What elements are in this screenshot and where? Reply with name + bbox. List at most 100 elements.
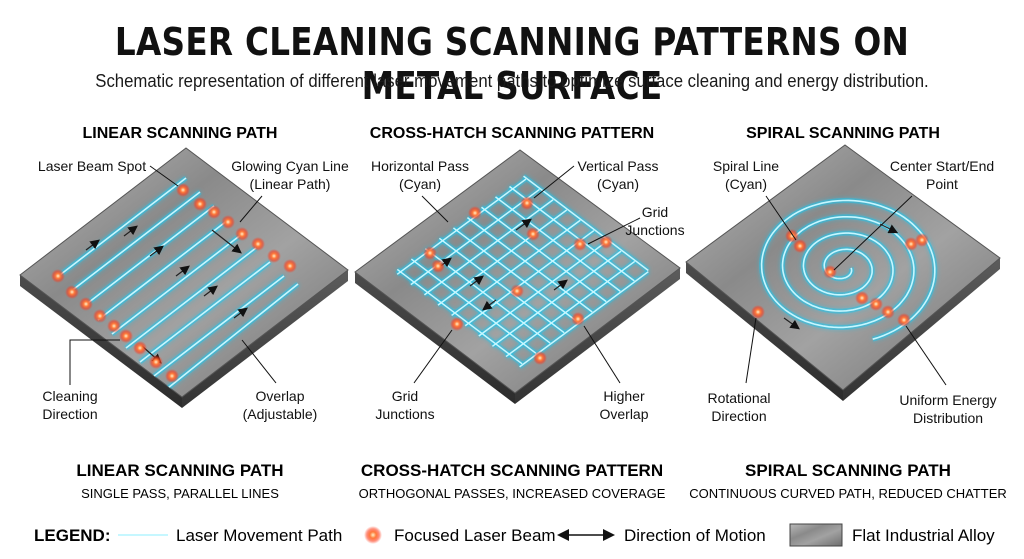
svg-text:Junctions: Junctions xyxy=(625,222,684,238)
crosshatch-scan-grid xyxy=(395,174,650,369)
crosshatch-laser-spots xyxy=(423,196,613,365)
laser-spot xyxy=(793,239,807,253)
laser-spot xyxy=(133,341,147,355)
legend: LEGEND: Laser Movement Path Focused Lase… xyxy=(34,523,995,547)
hatch-line xyxy=(396,268,523,365)
svg-text:Vertical Pass: Vertical Pass xyxy=(578,158,659,174)
hatch-line xyxy=(478,240,608,337)
svg-text:Laser Beam Spot: Laser Beam Spot xyxy=(38,158,146,174)
panel-title-crosshatch: CROSS-HATCH SCANNING PATTERN xyxy=(370,125,654,142)
laser-spot xyxy=(533,351,547,365)
hatch-line xyxy=(466,216,593,313)
hatch-line xyxy=(451,219,581,317)
svg-text:Uniform Energy: Uniform Energy xyxy=(899,392,996,408)
laser-spot xyxy=(119,329,133,343)
svg-text:Grid: Grid xyxy=(642,204,668,220)
laser-spot xyxy=(855,291,869,305)
laser-spot xyxy=(897,313,911,327)
page-title: LASER CLEANING SCANNING PATTERNS ON META… xyxy=(114,20,910,108)
laser-spot xyxy=(107,319,121,333)
laser-spot xyxy=(881,305,895,319)
legend-item-label: Focused Laser Beam xyxy=(394,526,556,545)
svg-text:Higher: Higher xyxy=(603,388,645,404)
spiral-callouts: Spiral Line (Cyan) Center Start/End Poin… xyxy=(707,158,996,426)
caption-sub-spiral: CONTINUOUS CURVED PATH, REDUCED CHATTER xyxy=(689,486,1007,501)
svg-text:Rotational: Rotational xyxy=(707,390,770,406)
laser-spot xyxy=(571,312,585,326)
svg-text:Cleaning: Cleaning xyxy=(42,388,97,404)
svg-text:Point: Point xyxy=(926,176,958,192)
hatch-line xyxy=(423,199,554,296)
crosshatch-callouts: Horizontal Pass (Cyan) Vertical Pass (Cy… xyxy=(371,158,685,422)
laser-spot xyxy=(510,284,524,298)
svg-text:Direction: Direction xyxy=(42,406,97,422)
laser-spot xyxy=(193,197,207,211)
laser-spot xyxy=(79,297,93,311)
hatch-line xyxy=(396,178,527,275)
panel-title-linear: LINEAR SCANNING PATH xyxy=(83,125,278,142)
caption-title-spiral: SPIRAL SCANNING PATH xyxy=(745,461,951,480)
linear-scan-lines xyxy=(54,176,300,390)
laser-spot xyxy=(221,215,235,229)
laser-spot xyxy=(751,305,765,319)
page-subtitle: Schematic representation of different la… xyxy=(95,71,929,91)
caption-sub-crosshatch: ORTHOGONAL PASSES, INCREASED COVERAGE xyxy=(359,486,666,501)
svg-text:Horizontal Pass: Horizontal Pass xyxy=(371,158,469,174)
caption-title-linear: LINEAR SCANNING PATH xyxy=(76,461,283,480)
caption-title-crosshatch: CROSS-HATCH SCANNING PATTERN xyxy=(361,461,663,480)
metal-swatch-icon xyxy=(789,523,843,547)
laser-spot xyxy=(450,317,464,331)
laser-spot xyxy=(235,227,249,241)
laser-spot xyxy=(65,285,79,299)
linear-laser-spots xyxy=(51,183,297,383)
laser-spot xyxy=(869,297,883,311)
legend-item-label: Flat Industrial Alloy xyxy=(852,526,995,545)
laser-spot xyxy=(51,269,65,283)
svg-text:Direction: Direction xyxy=(711,408,766,424)
laser-dot-icon xyxy=(364,526,382,544)
legend-item-label: Direction of Motion xyxy=(624,526,766,545)
hatch-line xyxy=(505,260,636,358)
laser-spot xyxy=(165,369,179,383)
svg-text:Overlap: Overlap xyxy=(599,406,648,422)
caption-sub-linear: SINGLE PASS, PARALLEL LINES xyxy=(81,486,279,501)
laser-spot xyxy=(904,237,918,251)
svg-text:Grid: Grid xyxy=(392,388,418,404)
hatch-line xyxy=(523,175,649,272)
laser-spot xyxy=(93,309,107,323)
svg-text:Spiral Line: Spiral Line xyxy=(713,158,779,174)
laser-spot xyxy=(526,227,540,241)
laser-spot xyxy=(823,265,837,279)
laser-spot xyxy=(176,183,190,197)
svg-text:(Cyan): (Cyan) xyxy=(399,176,441,192)
spiral-motion-arrows xyxy=(783,223,899,330)
spiral-metal-plate xyxy=(685,144,1001,401)
laser-spot xyxy=(468,206,482,220)
hatch-line xyxy=(452,227,579,323)
panel-title-spiral: SPIRAL SCANNING PATH xyxy=(746,125,940,142)
svg-text:Center Start/End: Center Start/End xyxy=(890,158,994,174)
laser-spot xyxy=(149,355,163,369)
laser-spot xyxy=(267,249,281,263)
svg-text:Distribution: Distribution xyxy=(913,410,983,426)
linear-callouts: Laser Beam Spot Glowing Cyan Line (Linea… xyxy=(38,158,349,422)
hatch-line xyxy=(437,209,568,306)
legend-item-label: Laser Movement Path xyxy=(176,526,342,545)
svg-text:Glowing Cyan Line: Glowing Cyan Line xyxy=(231,158,349,174)
svg-text:Junctions: Junctions xyxy=(375,406,434,422)
spiral-laser-spots xyxy=(751,229,929,327)
laser-spot xyxy=(431,259,445,273)
legend-label: LEGEND: xyxy=(34,526,111,545)
laser-spot xyxy=(423,246,437,260)
laser-spot xyxy=(520,196,534,210)
hatch-line xyxy=(491,250,622,347)
svg-text:(Cyan): (Cyan) xyxy=(725,176,767,192)
laser-spot xyxy=(251,237,265,251)
hatch-line xyxy=(480,206,607,303)
laser-spot xyxy=(599,235,613,249)
svg-text:(Cyan): (Cyan) xyxy=(597,176,639,192)
laser-spot xyxy=(207,205,221,219)
svg-text:(Linear Path): (Linear Path) xyxy=(250,176,331,192)
crosshatch-metal-plate xyxy=(354,149,681,404)
